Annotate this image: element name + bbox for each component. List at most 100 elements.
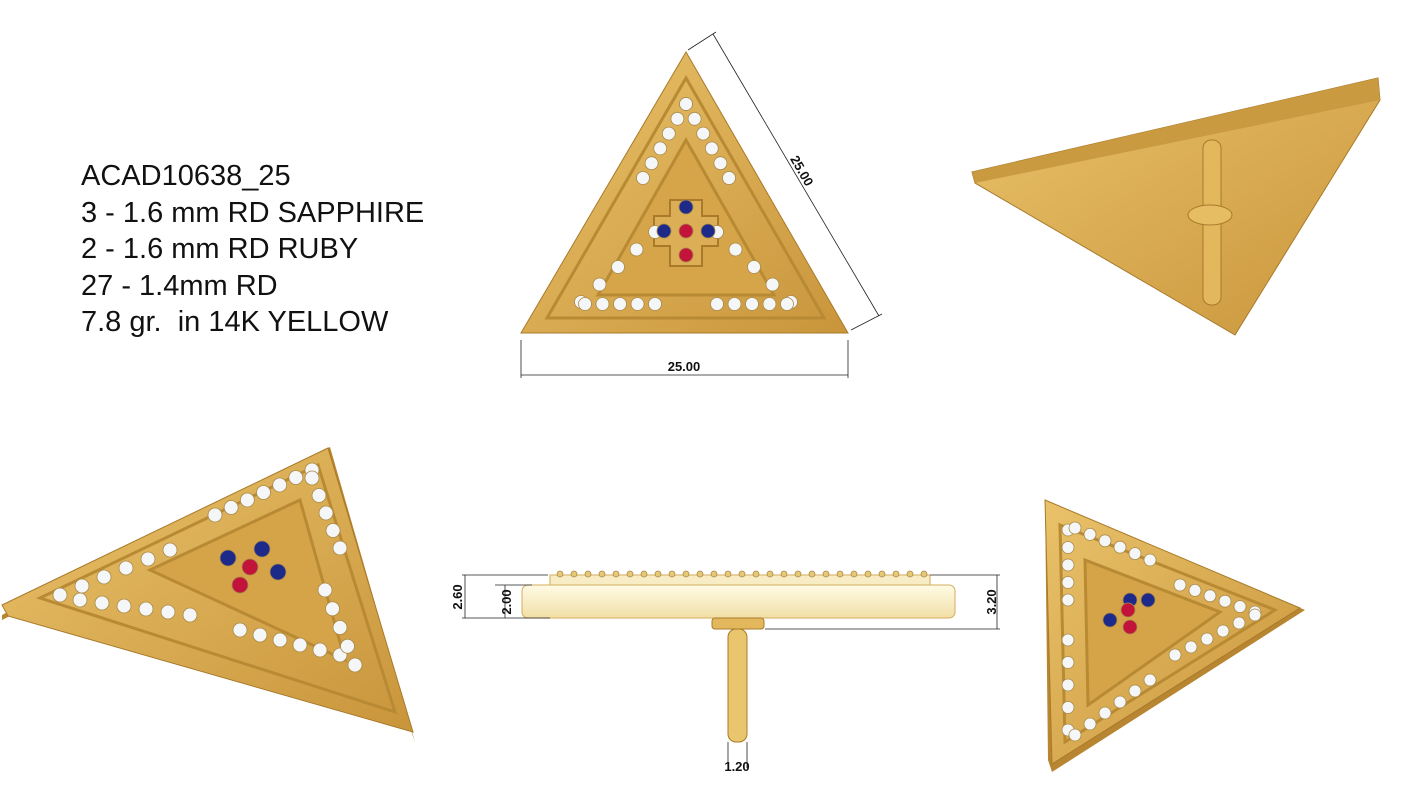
diamond-stone — [611, 260, 625, 274]
diamond-stone — [232, 622, 248, 638]
diamond-stone — [1061, 576, 1075, 589]
diamond-stone — [332, 620, 348, 635]
side-plate-height-dimension: 2.00 — [499, 589, 514, 614]
sapphire-stone — [269, 563, 287, 581]
side-stone — [612, 570, 620, 578]
angled-view — [1044, 499, 1305, 772]
diamond-stone — [710, 297, 724, 311]
diamond-stone — [74, 578, 90, 594]
diamond-stone — [728, 242, 743, 257]
diamond-stone — [116, 598, 132, 614]
spec-line-sapphire: 3 - 1.6 mm RD SAPPHIRE — [81, 196, 425, 229]
diamond-stone — [613, 297, 627, 311]
diamond-stone — [182, 607, 198, 623]
diamond-stone — [1203, 589, 1217, 603]
diamond-stone — [636, 171, 650, 185]
diamond-stone — [713, 156, 728, 171]
diamond-stone — [578, 297, 592, 311]
diamond-stone — [722, 171, 736, 185]
side-stone — [822, 570, 830, 578]
diamond-stone — [325, 523, 341, 538]
front-view: 25.00 25.00 — [520, 31, 883, 378]
side-post-height-dimension: 3.20 — [984, 589, 999, 614]
diamond-stone — [762, 297, 777, 311]
sapphire-stone — [678, 199, 694, 215]
diamond-stone — [704, 141, 719, 156]
diamond-stone — [1173, 578, 1187, 592]
spec-line-weight: 7.8 gr. in 14K YELLOW — [81, 306, 389, 338]
diamond-stone — [1113, 540, 1127, 554]
diamond-stone — [118, 560, 134, 576]
diamond-stone — [592, 277, 607, 292]
side-stone — [808, 570, 816, 578]
diamond-stone — [644, 156, 659, 171]
side-stone — [640, 570, 648, 578]
sapphire-stone — [219, 549, 237, 567]
diamond-stone — [1200, 632, 1214, 646]
diamond-stone — [1068, 521, 1082, 535]
front-side-dimension: 25.00 — [787, 153, 816, 189]
side-stone — [836, 570, 844, 578]
diamond-stone — [648, 297, 662, 311]
diamond-stone — [696, 126, 711, 141]
diamond-stone — [1061, 541, 1075, 554]
diamond-stone — [661, 126, 676, 141]
diamond-stone — [765, 277, 780, 292]
post-diameter-dimension: 1.20 — [724, 759, 749, 774]
diamond-stone — [679, 97, 693, 111]
diamond-stone — [311, 488, 327, 503]
diamond-stone — [747, 260, 761, 274]
ruby-stone — [231, 576, 249, 594]
diamond-stone — [727, 297, 742, 311]
diamond-stone — [1128, 684, 1142, 698]
diamond-stone — [52, 587, 68, 603]
ruby-stone — [678, 223, 694, 239]
side-stone — [850, 570, 858, 578]
side-view: 2.60 2.00 3.20 1.20 — [450, 570, 1000, 774]
diamond-stone — [1168, 648, 1182, 662]
side-stone — [766, 570, 774, 578]
diamond-stone — [140, 551, 156, 567]
diamond-stone — [332, 540, 348, 556]
side-stone — [668, 570, 676, 578]
diamond-stone — [1061, 678, 1075, 692]
side-stone — [696, 570, 704, 578]
diamond-stone — [325, 601, 340, 617]
diamond-stone — [1232, 616, 1246, 630]
sapphire-stone — [700, 223, 716, 239]
side-stone — [738, 570, 746, 578]
side-stone — [710, 570, 718, 578]
sapphire-stone — [253, 540, 271, 558]
diamond-stone — [1128, 547, 1142, 560]
diamond-stone — [745, 297, 759, 311]
diamond-stone — [72, 592, 88, 608]
diamond-stone — [1216, 624, 1230, 638]
ruby-stone — [1122, 619, 1138, 635]
side-stone — [626, 570, 634, 578]
side-stone — [794, 570, 802, 578]
back-view — [971, 77, 1381, 336]
side-stone — [598, 570, 606, 578]
perspective-view — [1, 447, 415, 742]
diamond-stone — [312, 642, 328, 658]
diamond-stone — [239, 492, 255, 508]
diamond-stone — [1061, 701, 1075, 714]
spec-line-ruby: 2 - 1.6 mm RD RUBY — [81, 233, 359, 265]
side-stone — [920, 570, 928, 578]
diamond-stone — [1068, 728, 1082, 742]
diamond-stone — [272, 477, 288, 493]
diamond-stone — [1098, 534, 1112, 548]
spec-block: ACAD10638_25 3 - 1.6 mm RD SAPPHIRE 2 - … — [81, 158, 424, 341]
diamond-stone — [162, 542, 178, 558]
diamond-stone — [595, 297, 610, 311]
sapphire-stone — [1102, 612, 1118, 628]
diamond-stone — [1113, 695, 1127, 709]
ruby-stone — [241, 558, 259, 576]
diamond-stone — [318, 505, 334, 521]
diamond-stone — [670, 111, 685, 126]
diamond-stone — [304, 470, 320, 486]
diamond-stone — [629, 242, 644, 257]
side-stone — [906, 570, 914, 578]
ruby-stone — [1120, 602, 1136, 618]
